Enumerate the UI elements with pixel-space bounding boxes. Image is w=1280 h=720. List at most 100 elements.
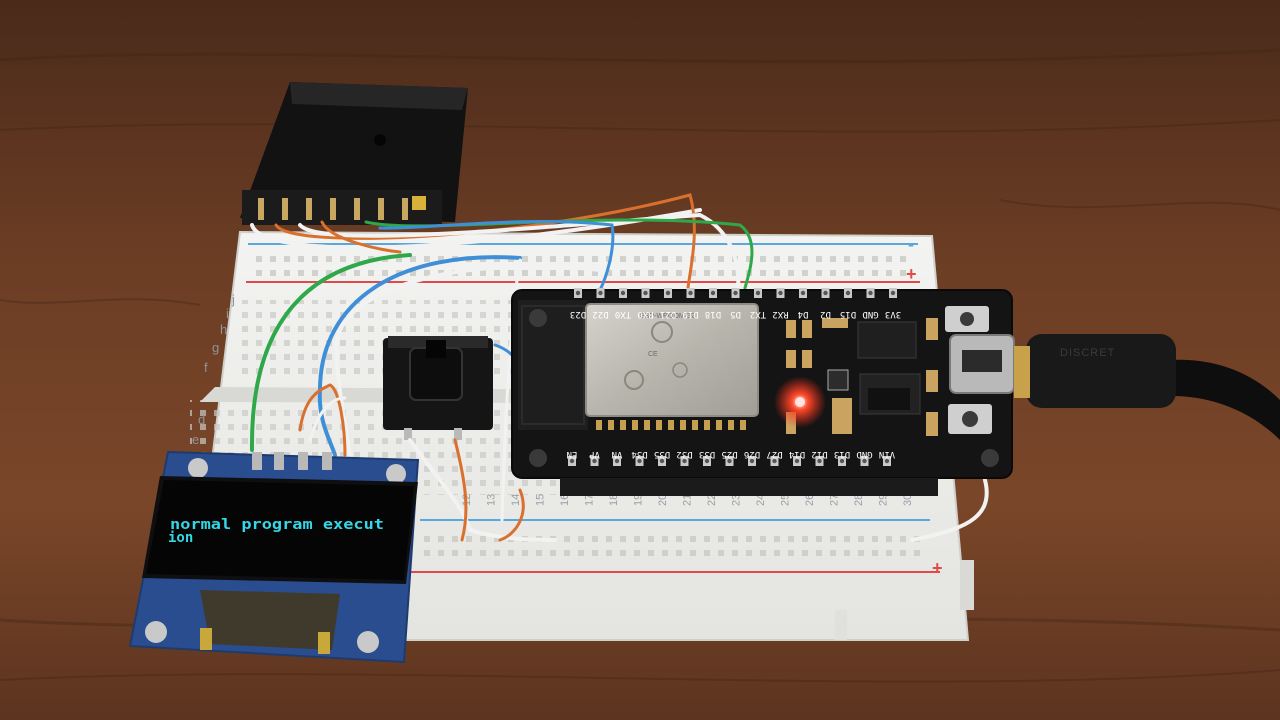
breadboard-row-letters-lower: e d — [192, 412, 205, 447]
esp32-bottom-pin-label: VN — [612, 449, 623, 459]
esp32-top-pin-label: D15 — [840, 309, 856, 319]
oled-module: normal program execut ion — [128, 450, 420, 664]
breadboard-column-number: 17 — [584, 494, 596, 506]
oled-line-2: ion — [168, 530, 193, 546]
esp32-bottom-pin-pad — [592, 458, 597, 464]
esp32-bottom-pin-label: D35 — [654, 449, 670, 459]
breadboard-column-number: 28 — [853, 494, 865, 506]
esp32-top-pin-pad — [688, 290, 693, 296]
esp32-bottom-pin-pad — [637, 458, 642, 464]
esp32-top-pin-label: 3V3 — [885, 309, 901, 319]
esp32-top-pin-label: D22 — [592, 309, 608, 319]
row-letter-d: d — [198, 412, 205, 427]
esp32-bottom-pin-pad — [569, 458, 575, 464]
esp32-bottom-pin-label: D14 — [789, 449, 805, 459]
usb-cable: DISCRET — [1014, 334, 1280, 440]
push-button — [383, 336, 493, 440]
esp32-top-pin-label: D5 — [730, 309, 741, 319]
esp32-bottom-pin-pad — [614, 458, 620, 464]
esp32-bottom-pin-label: VIN — [879, 449, 895, 459]
esp32-bottom-pin-label: D13 — [834, 449, 850, 459]
breadboard-column-number: 30 — [902, 494, 914, 506]
row-letter-j: j — [231, 292, 235, 307]
esp32-board: ESP-WROOM-32 CE — [511, 288, 1015, 496]
esp32-bottom-pin-label: GND — [856, 449, 872, 459]
rail-plus-bottom: + — [932, 558, 943, 578]
breadboard-column-number: 16 — [559, 494, 571, 506]
oled-line-1: normal program execut — [170, 517, 384, 533]
sd-card-module — [240, 82, 468, 225]
esp32-top-pin-label: TX0 — [615, 309, 631, 319]
row-letter-g: g — [212, 340, 219, 355]
esp32-bottom-pin-label: D27 — [766, 449, 782, 459]
esp32-bottom-pin-pad — [817, 458, 822, 464]
esp32-top-pin-pad — [845, 290, 851, 296]
breadboard-column-number: 27 — [829, 494, 841, 506]
esp32-top-pin-label: RX0 — [637, 309, 653, 319]
esp32-module-label: ESP-WROOM-32 — [640, 313, 695, 320]
breadboard-column-number: 15 — [535, 494, 547, 506]
jumper-wires — [249, 193, 989, 542]
esp32-top-pin-pad — [733, 290, 738, 296]
esp32-bottom-pin-pad — [772, 458, 777, 464]
breadboard-column-number: 13 — [486, 494, 498, 506]
esp32-top-pin-pad — [778, 290, 783, 296]
breadboard-column-number: 24 — [755, 494, 767, 506]
breadboard-row-letters-upper: f g h i j — [204, 292, 235, 375]
row-letter-i: i — [226, 306, 229, 321]
esp32-bottom-pin-pad — [682, 458, 687, 464]
esp32-top-pin-pad — [575, 290, 581, 296]
rail-plus-top: + — [906, 264, 917, 284]
oled-screen-text: normal program execut ion — [168, 517, 384, 546]
row-letter-e: e — [192, 432, 199, 447]
breadboard-column-number: 18 — [608, 494, 620, 506]
breadboard-column-number: 19 — [633, 494, 645, 506]
esp32-top-pin-pad — [890, 290, 896, 296]
breadboard-column-number: 14 — [510, 494, 522, 506]
row-letter-f: f — [204, 360, 208, 375]
breadboard-column-number: 23 — [731, 494, 743, 506]
esp32-top-pin-pad — [755, 290, 761, 296]
breadboard-rail-markers: + + - — [906, 234, 943, 578]
esp32-top-pin-pad — [665, 290, 671, 296]
esp32-top-pin-pad — [868, 290, 873, 296]
breadboard-column-number: 29 — [878, 494, 890, 506]
breadboard-column-number: 22 — [706, 494, 718, 506]
usb-cable-brand: DISCRET — [1060, 347, 1115, 359]
esp32-top-pin-label: TX2 — [750, 309, 766, 319]
esp32-bottom-pin-pad — [727, 458, 732, 464]
rail-minus-top: - — [908, 234, 914, 254]
breadboard-column-number: 25 — [780, 494, 792, 506]
esp32-top-pin-label: D2 — [820, 309, 831, 319]
esp32-bottom-pin-label: D26 — [744, 449, 760, 459]
esp32-bottom-pin-label: D33 — [699, 449, 715, 459]
breadboard-column-number: 26 — [804, 494, 816, 506]
esp32-top-pin-label: D18 — [705, 309, 721, 319]
esp32-top-pin-pad — [800, 290, 806, 296]
breadboard-column-number: 20 — [657, 494, 669, 506]
esp32-bottom-pin-label: D12 — [811, 449, 827, 459]
esp32-top-pin-label: D4 — [798, 309, 809, 319]
esp32-top-pin-label: D19 — [682, 309, 698, 319]
ce-mark: CE — [648, 351, 658, 358]
esp32-bottom-pin-label: D34 — [631, 449, 647, 459]
esp32-bottom-pin-pad — [659, 458, 665, 464]
esp32-top-pin-label: GND — [862, 309, 878, 319]
esp32-top-pin-pad — [598, 290, 603, 296]
esp32-bottom-pin-label: EN — [567, 449, 578, 459]
esp32-bottom-pin-pad — [704, 458, 710, 464]
esp32-bottom-pin-pad — [794, 458, 800, 464]
breadboard-column-number: 21 — [682, 494, 694, 506]
esp32-top-pin-pad — [823, 290, 828, 296]
esp32-bottom-pin-label: D32 — [676, 449, 692, 459]
esp32-top-pin-pad — [710, 290, 716, 296]
esp32-top-pin-label: D21 — [660, 309, 676, 319]
esp32-bottom-pin-pad — [862, 458, 867, 464]
esp32-top-pin-pad — [620, 290, 626, 296]
esp32-bottom-pin-pad — [884, 458, 890, 464]
row-letter-h: h — [220, 322, 227, 337]
esp32-bottom-pin-pad — [749, 458, 755, 464]
